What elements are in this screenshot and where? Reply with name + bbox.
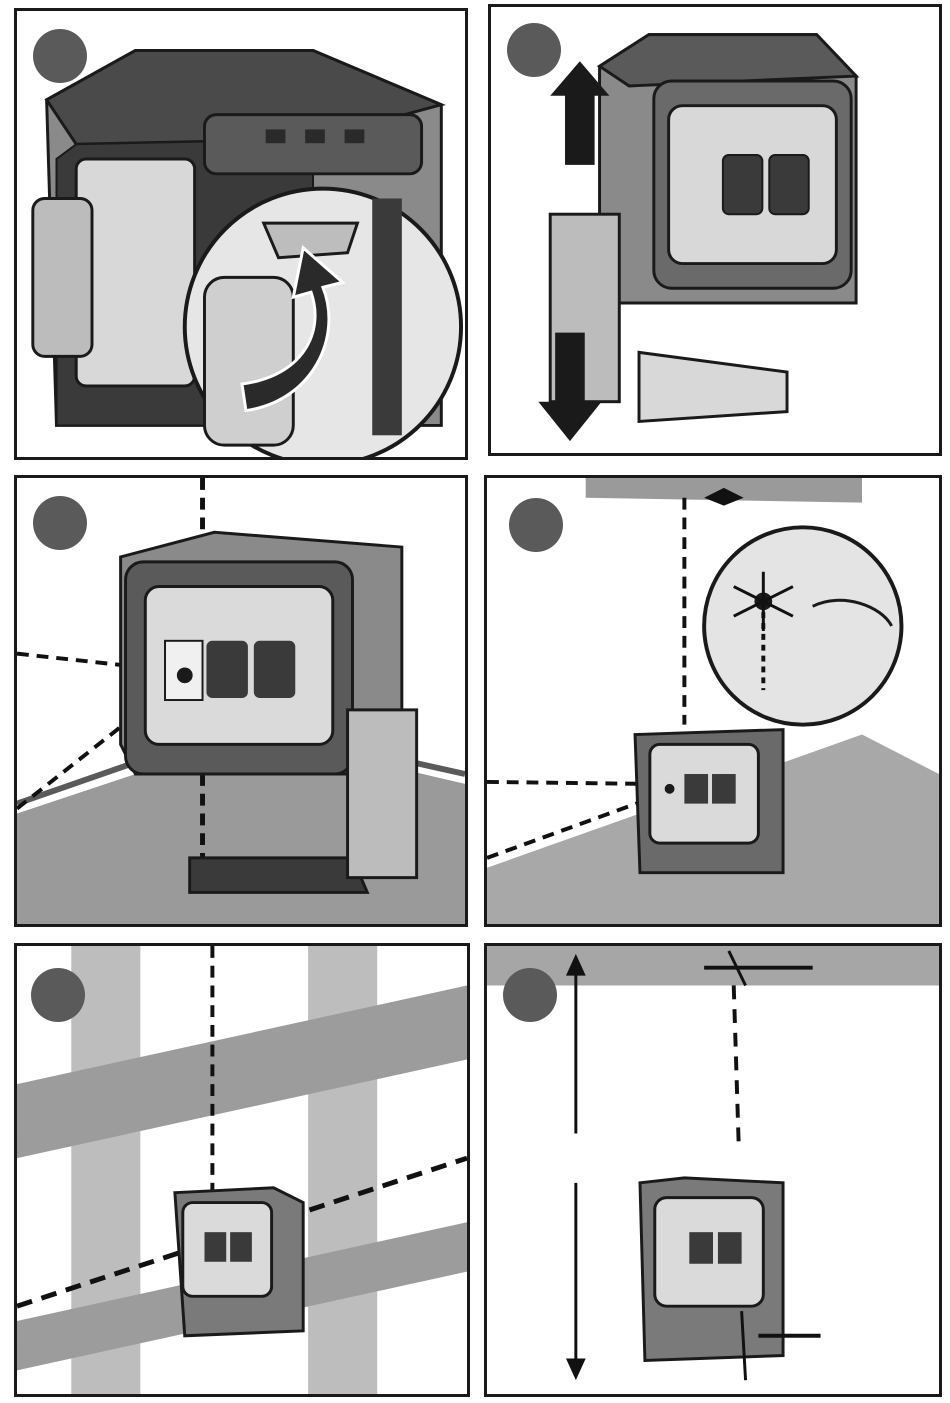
panel-1: [14, 8, 468, 460]
step-badge: [33, 496, 87, 550]
step-number: [33, 29, 87, 83]
panel-5: [14, 943, 470, 1397]
panel-3: [14, 475, 468, 927]
step-badge: [33, 29, 87, 83]
step-number: [33, 496, 87, 550]
step-badge: [503, 968, 557, 1022]
panel-4: [484, 475, 942, 927]
panel-6: [484, 943, 942, 1397]
step-number: [503, 968, 557, 1022]
step-badge: [31, 968, 85, 1022]
step-badge: [507, 23, 561, 77]
step-number: [509, 498, 563, 552]
step-number: [31, 968, 85, 1022]
panel-2: [488, 4, 942, 456]
step-badge: [509, 498, 563, 552]
step-number: [507, 23, 561, 77]
